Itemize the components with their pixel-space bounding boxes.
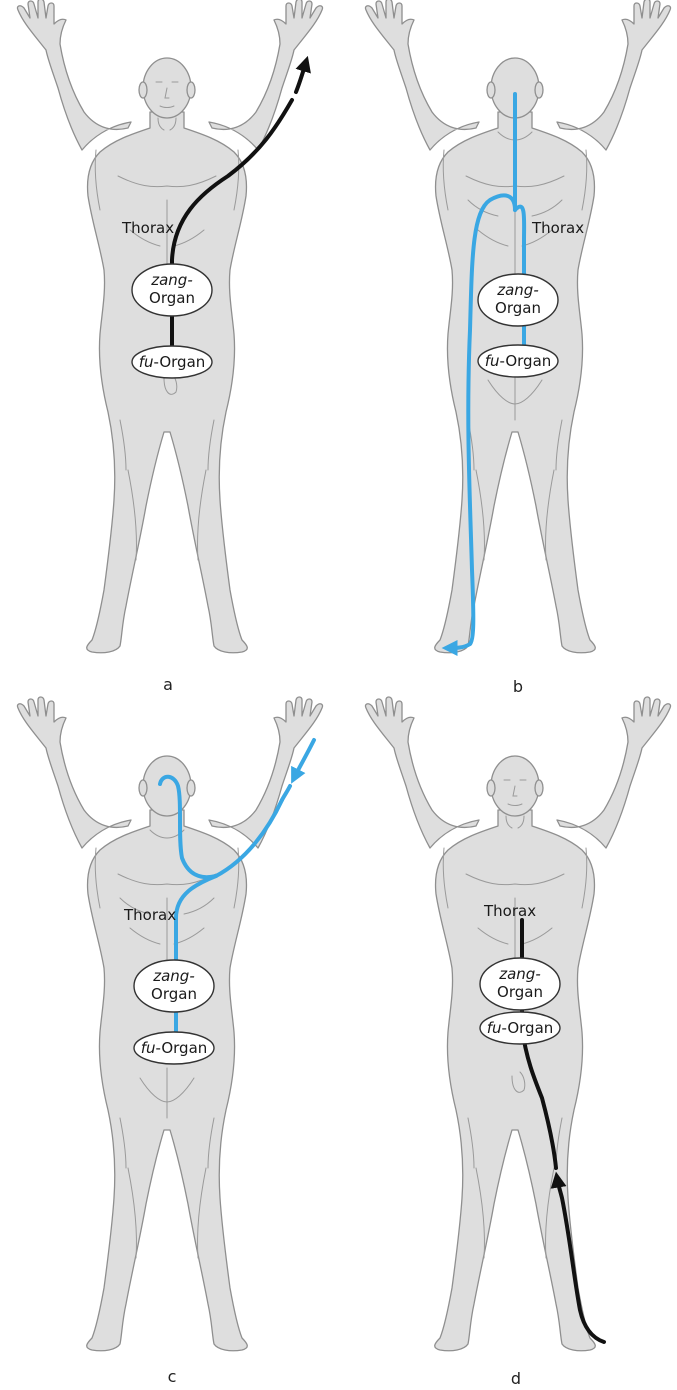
thorax-label: Thorax [121,219,174,237]
zang-organ-label-line1: zang- [496,281,539,299]
thorax-label: Thorax [123,906,176,924]
panel-letter: d [511,1369,521,1388]
zang-organ-label-line1: zang- [498,965,541,983]
panel-c: zang- Organ fu-Organ Thorax c [17,697,322,1386]
zang-organ-label-line1: zang- [152,967,195,985]
panel-letter: b [513,677,523,696]
panel-letter: a [163,675,173,694]
thorax-label: Thorax [531,219,584,237]
fu-organ-label: fu-Organ [141,1039,208,1057]
panel-b: zang- Organ fu-Organ Thorax b [365,0,670,696]
fu-organ-label: fu-Organ [487,1019,554,1037]
zang-organ-label-line2: Organ [497,983,543,1001]
zang-organ-label-line1: zang- [150,271,193,289]
fu-organ-label: fu-Organ [139,353,206,371]
zang-organ-label-line2: Organ [495,299,541,317]
meridian-c-arm [282,786,290,800]
meridian-a-arrow [296,62,306,92]
panel-d: zang- Organ fu-Organ Thorax d [365,697,670,1388]
fu-organ-label: fu-Organ [485,352,552,370]
zang-organ-label-line2: Organ [151,985,197,1003]
zang-organ-label-line2: Organ [149,289,195,307]
panel-a: zang- Organ fu-Organ Thorax a [17,0,322,694]
panel-letter: c [168,1367,177,1386]
thorax-label: Thorax [483,902,536,920]
meridian-c-arrow [294,740,314,778]
